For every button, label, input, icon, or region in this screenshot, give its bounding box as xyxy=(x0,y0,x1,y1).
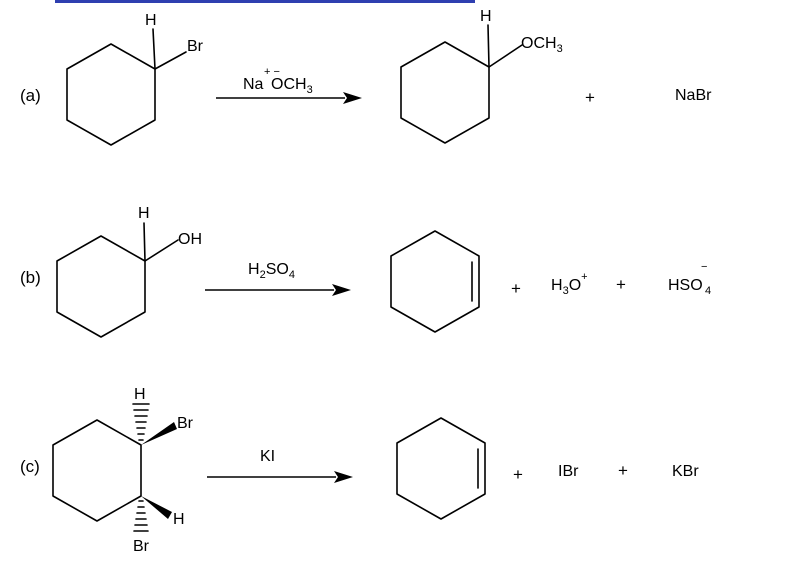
cyclohexane-ring xyxy=(66,43,156,146)
wedge-bond-top-br xyxy=(141,422,177,445)
cyclohexene-ring xyxy=(396,417,486,520)
reaction-c: (c) H Br H xyxy=(20,386,699,555)
atom-h: H xyxy=(145,12,157,29)
atom-h-top: H xyxy=(134,386,146,403)
plus-sign: + xyxy=(616,275,626,294)
product-methoxycyclohexane: H OCH3 xyxy=(400,8,563,144)
product-cyclohexene xyxy=(396,417,486,520)
atom-h-bottom: H xyxy=(173,511,185,528)
atom-oh: OH xyxy=(178,231,202,248)
plus-sign: + xyxy=(585,88,595,107)
reaction-arrow xyxy=(207,471,353,483)
cyclohexane-ring xyxy=(56,235,146,338)
byproduct-kbr: KBr xyxy=(672,463,699,480)
bisulfate-subscript: 4 xyxy=(705,285,711,297)
reaction-label: (b) xyxy=(20,268,41,287)
reagent-sulfuric-acid: H2SO4 xyxy=(248,261,295,281)
bond-c-o xyxy=(488,44,523,68)
cyclohexene-ring xyxy=(390,230,480,333)
cyclohexane-ring xyxy=(400,41,490,144)
wedge-bond-bottom-h xyxy=(141,496,172,519)
reaction-arrow xyxy=(216,92,362,104)
atom-br-top: Br xyxy=(177,415,194,432)
reaction-arrow xyxy=(205,284,351,296)
byproduct-nabr: NaBr xyxy=(675,87,712,104)
atom-h: H xyxy=(138,205,150,222)
cyclohexane-ring xyxy=(52,419,142,522)
reactant-dibromocyclohexane: H Br H Br xyxy=(52,386,194,555)
reaction-label: (c) xyxy=(20,457,40,476)
bond-c-h xyxy=(487,24,490,68)
reaction-a: (a) H Br Na + − OCH3 H OCH3 + NaBr xyxy=(20,8,712,146)
reaction-b: (b) H OH H2SO4 + H3O+ + HSO − 4 xyxy=(20,205,711,338)
reagent-charges: + − xyxy=(264,66,280,78)
atom-och3: OCH3 xyxy=(521,35,563,55)
reagent-na: Na xyxy=(243,76,264,93)
plus-sign: + xyxy=(513,465,523,484)
byproduct-hydronium: H3O+ xyxy=(551,271,588,297)
byproduct-bisulfate: HSO xyxy=(668,277,703,294)
reagent-sodium-methoxide: Na + − OCH3 xyxy=(243,66,313,96)
atom-h: H xyxy=(480,8,492,25)
reaction-label: (a) xyxy=(20,86,41,105)
plus-sign: + xyxy=(618,461,628,480)
product-cyclohexene xyxy=(390,230,480,333)
plus-sign: + xyxy=(511,279,521,298)
reagent-ki: KI xyxy=(260,448,275,465)
cropped-header-strip xyxy=(55,0,475,3)
reactant-cyclohexanol: H OH xyxy=(56,205,202,338)
bond-c-h xyxy=(143,222,146,262)
reagent-methoxide: OCH3 xyxy=(271,76,313,96)
bond-c-h xyxy=(152,28,156,70)
atom-br-bottom: Br xyxy=(133,538,150,555)
atom-br: Br xyxy=(187,38,204,55)
byproduct-ibr: IBr xyxy=(558,463,579,480)
hashed-bond-top-h xyxy=(132,403,150,441)
reactant-bromocyclohexane: H Br xyxy=(66,12,204,146)
bond-c-br xyxy=(154,51,187,70)
bisulfate-charge: − xyxy=(701,261,707,273)
bond-c-o xyxy=(144,239,179,262)
hashed-bond-bottom-br xyxy=(133,500,149,532)
